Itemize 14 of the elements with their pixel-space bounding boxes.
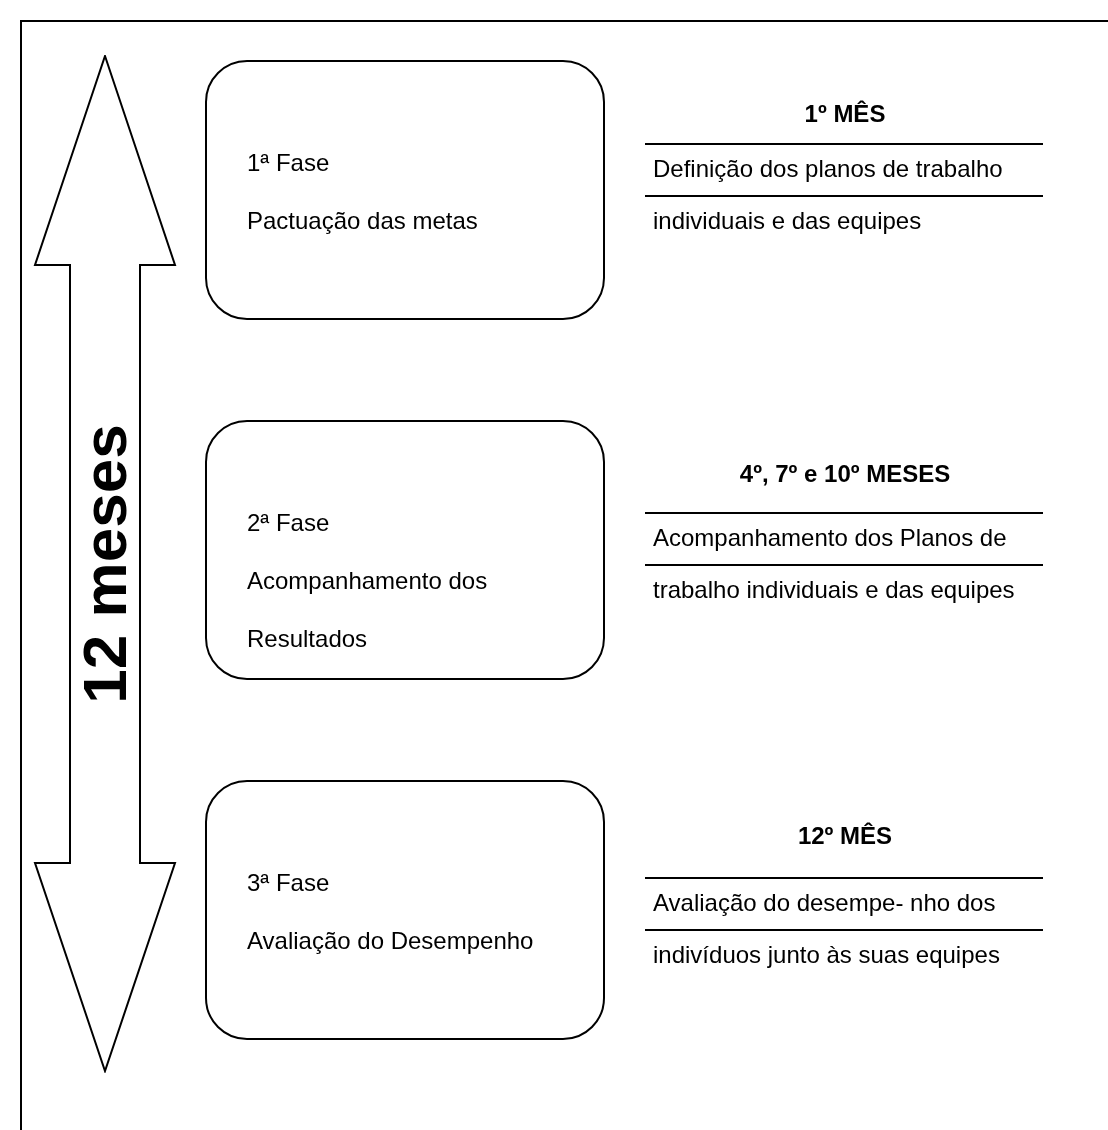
period-heading: 1º MÊS bbox=[803, 100, 887, 128]
period-heading: 4º, 7º e 10º MESES bbox=[738, 460, 952, 488]
phase-title: 2ª Fase bbox=[247, 508, 331, 538]
phase-name: Pactuação das metas bbox=[247, 206, 479, 236]
duration-label: 12 meses bbox=[74, 424, 136, 704]
phase-title: 3ª Fase bbox=[247, 868, 331, 898]
phase-box bbox=[205, 420, 605, 680]
phase-title: 1ª Fase bbox=[247, 148, 331, 178]
phase-name: Avaliação do Desempenho bbox=[247, 926, 535, 956]
phase-name: Acompanhamento dos Resultados bbox=[247, 566, 489, 654]
phase-box bbox=[205, 60, 605, 320]
period-heading: 12º MÊS bbox=[796, 822, 894, 850]
double-arrow bbox=[33, 55, 177, 1073]
phase-box bbox=[205, 780, 605, 1040]
